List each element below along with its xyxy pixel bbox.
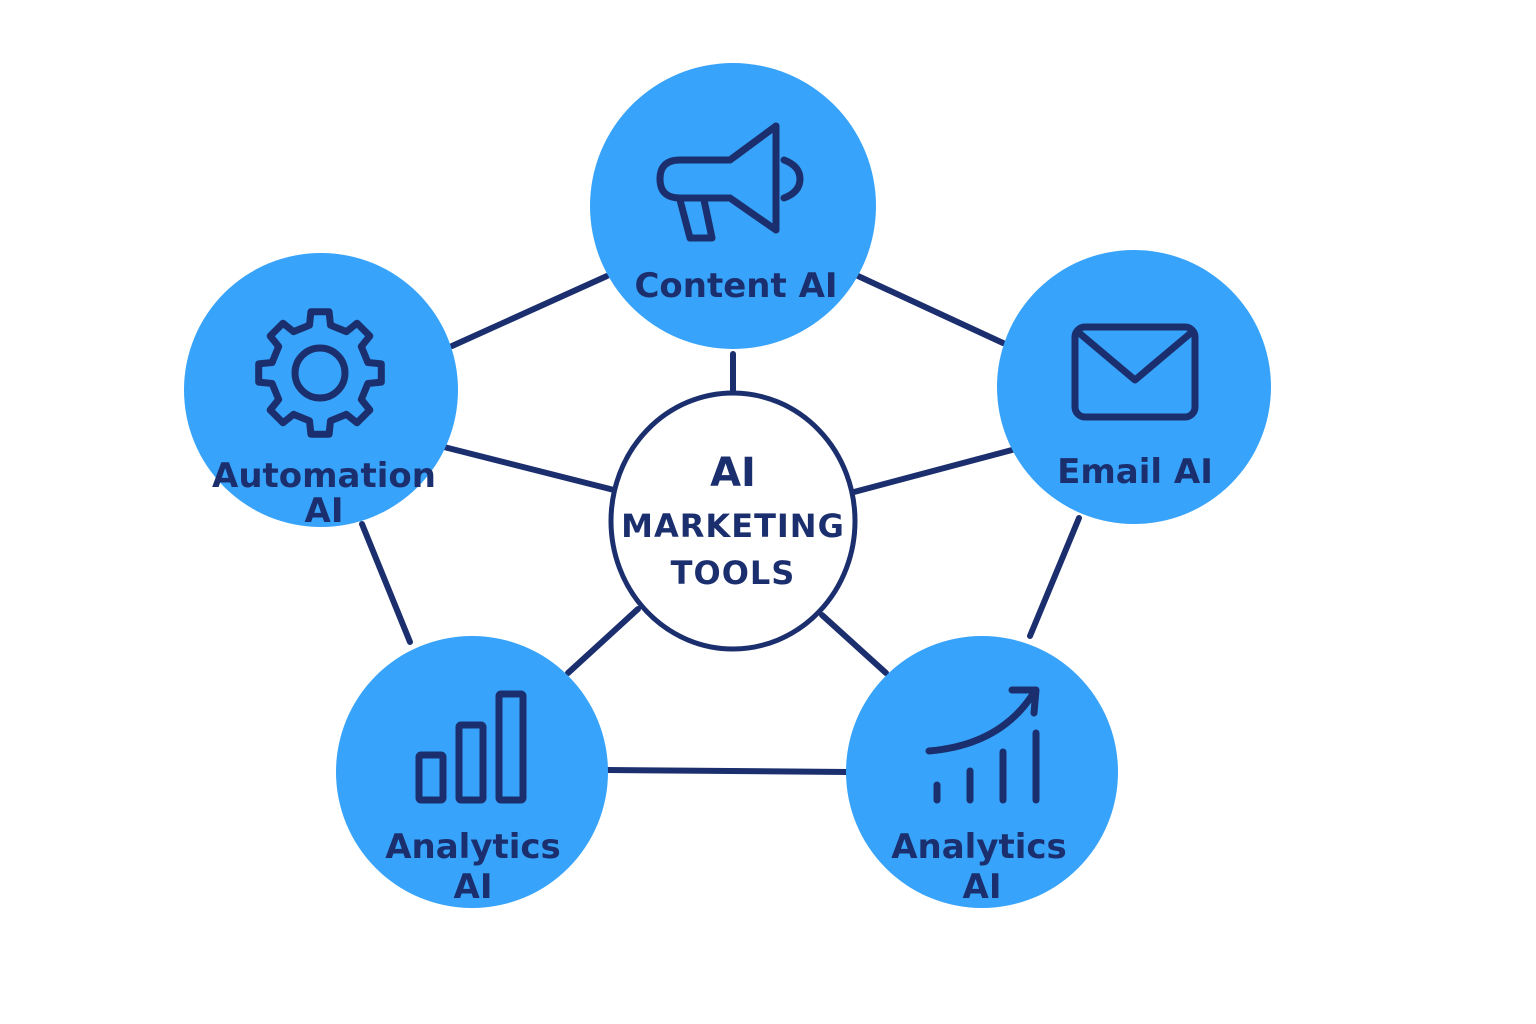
connector-email-hub <box>851 447 1015 495</box>
node-automation-ai-label-line2: AI <box>305 491 344 531</box>
node-automation-ai: Automation AI <box>184 253 458 531</box>
connector-automation-analytics-left <box>359 521 413 645</box>
connectors <box>359 273 1082 775</box>
node-analytics-ai-left-label-line2: AI <box>454 867 493 907</box>
node-email-ai-label: Email AI <box>1057 452 1213 492</box>
node-analytics-ai-left: Analytics AI <box>336 636 608 908</box>
connector-email-analytics-right <box>1027 515 1082 639</box>
node-analytics-ai-right-circle <box>846 636 1118 908</box>
node-analytics-ai-right-label-line2: AI <box>963 867 1002 907</box>
megaphone-icon <box>656 122 804 242</box>
connector-content-automation <box>449 273 610 349</box>
node-analytics-ai-left-circle <box>336 636 608 908</box>
hub-circle <box>608 390 858 652</box>
connector-content-email <box>855 273 1006 346</box>
connector-hub-analytics-right <box>819 612 889 676</box>
node-automation-ai-circle <box>184 253 458 527</box>
node-content-ai-label: Content AI <box>634 266 837 306</box>
hub-subtitle-line1: MARKETING <box>621 507 845 545</box>
hub-ai-marketing-tools: AI MARKETING TOOLS <box>608 390 858 652</box>
gear-icon <box>255 308 385 438</box>
connector-hub-analytics-left <box>565 606 641 676</box>
connector-automation-hub <box>441 444 617 493</box>
node-automation-ai-label-line1: Automation <box>212 456 436 496</box>
node-content-ai: Content AI <box>590 63 876 349</box>
trending-chart-icon <box>925 686 1040 804</box>
hub-title: AI <box>710 450 756 496</box>
node-analytics-ai-left-label-line1: Analytics <box>385 827 561 867</box>
node-content-ai-circle <box>590 63 876 349</box>
hub-subtitle-line2: TOOLS <box>671 554 796 592</box>
node-email-ai-circle <box>997 250 1271 524</box>
bar-chart-icon <box>415 690 527 804</box>
node-analytics-ai-right-label-line1: Analytics <box>891 827 1067 867</box>
node-email-ai: Email AI <box>997 250 1271 524</box>
connector-analytics-left-analytics-right <box>604 767 851 775</box>
node-analytics-ai-right: Analytics AI <box>846 636 1118 908</box>
envelope-icon <box>1071 323 1199 421</box>
